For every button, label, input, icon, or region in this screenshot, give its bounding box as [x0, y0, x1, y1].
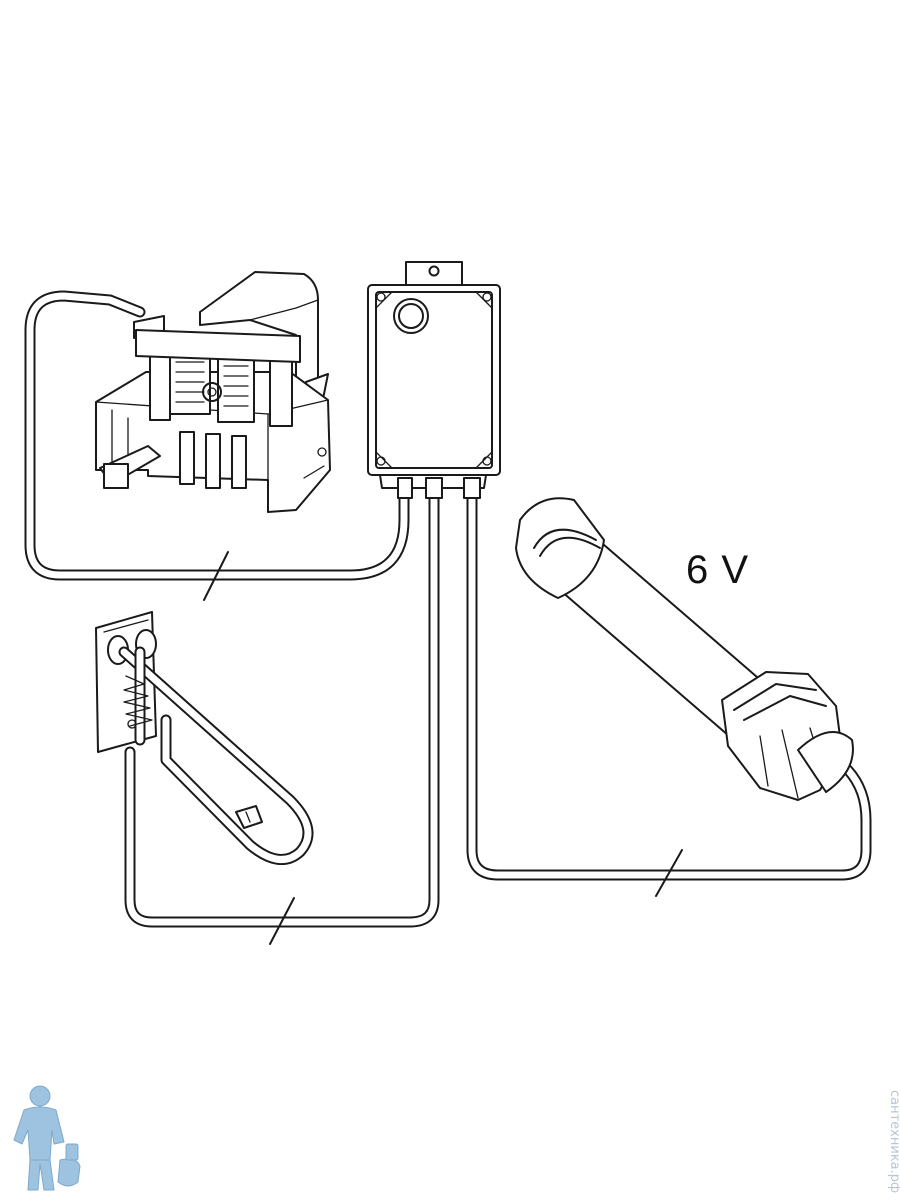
battery-pack: [515, 497, 854, 801]
cable-to-battery: [466, 474, 872, 897]
site-watermark: сантехника.рф: [887, 1090, 900, 1194]
control-unit: [367, 261, 501, 499]
cable-to-grab-bar: [124, 474, 440, 945]
grab-bar: [95, 611, 314, 865]
cable-to-flush-valve: [24, 290, 410, 601]
plumber-mascot-logo: [13, 1085, 81, 1191]
voltage-label: 6 V: [686, 548, 750, 592]
flush-valve: [95, 271, 331, 513]
